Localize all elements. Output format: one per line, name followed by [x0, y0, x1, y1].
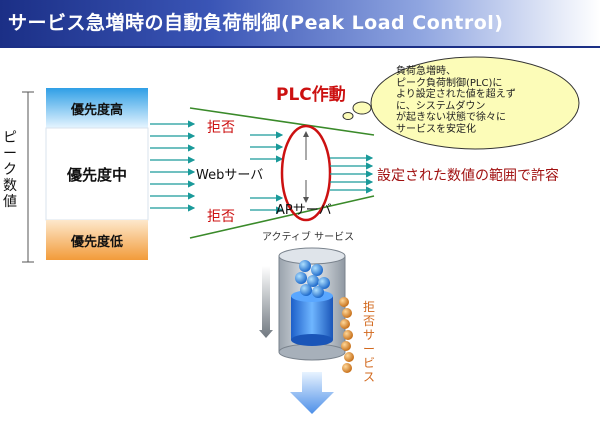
explanation-bubble — [342, 56, 580, 150]
priority-high-label: 優先度高 — [70, 102, 123, 118]
priority-mid-band — [45, 127, 149, 221]
incoming-arrows — [150, 120, 196, 212]
plc-label: PLC作動 — [276, 85, 346, 105]
plc-ellipse — [280, 124, 332, 222]
internal-arrows — [250, 131, 284, 214]
priority-low-band — [46, 220, 148, 260]
rejected-service-label: 拒否サービス — [363, 300, 376, 384]
priority-high-band — [46, 88, 148, 128]
peak-value-label: ピーク数値 — [3, 130, 17, 210]
active-service-label: アクティブ サービス — [262, 232, 355, 243]
web-server-label: Webサーバ — [196, 168, 264, 183]
funnel-top-line — [189, 107, 375, 136]
outgoing-arrows — [330, 154, 374, 194]
peak-bracket — [22, 91, 34, 263]
allow-range-label: 設定された数値の範囲で許容 — [377, 168, 559, 184]
active-service-cylinder — [278, 247, 346, 361]
priority-low-label: 優先度低 — [70, 234, 123, 250]
output-down-arrow — [290, 372, 334, 414]
ap-server-label: APサーバ — [276, 203, 332, 218]
active-service-balls — [295, 260, 330, 298]
reject-label-bottom: 拒否 — [207, 209, 235, 225]
page-title: サービス急増時の自動負荷制御(Peak Load Control) — [8, 12, 504, 34]
priority-mid-label: 優先度中 — [66, 165, 127, 184]
rejected-service-balls — [339, 297, 354, 373]
title-bar: サービス急増時の自動負荷制御(Peak Load Control) — [0, 0, 600, 46]
title-divider — [0, 46, 600, 48]
reject-label-top: 拒否 — [207, 120, 235, 136]
funnel-bottom-line — [189, 195, 375, 239]
bubble-text: 負荷急増時、 ピーク負荷制御(PLC)に より設定された値を超えず に、システム… — [396, 66, 516, 135]
drain-arrow — [259, 266, 273, 338]
